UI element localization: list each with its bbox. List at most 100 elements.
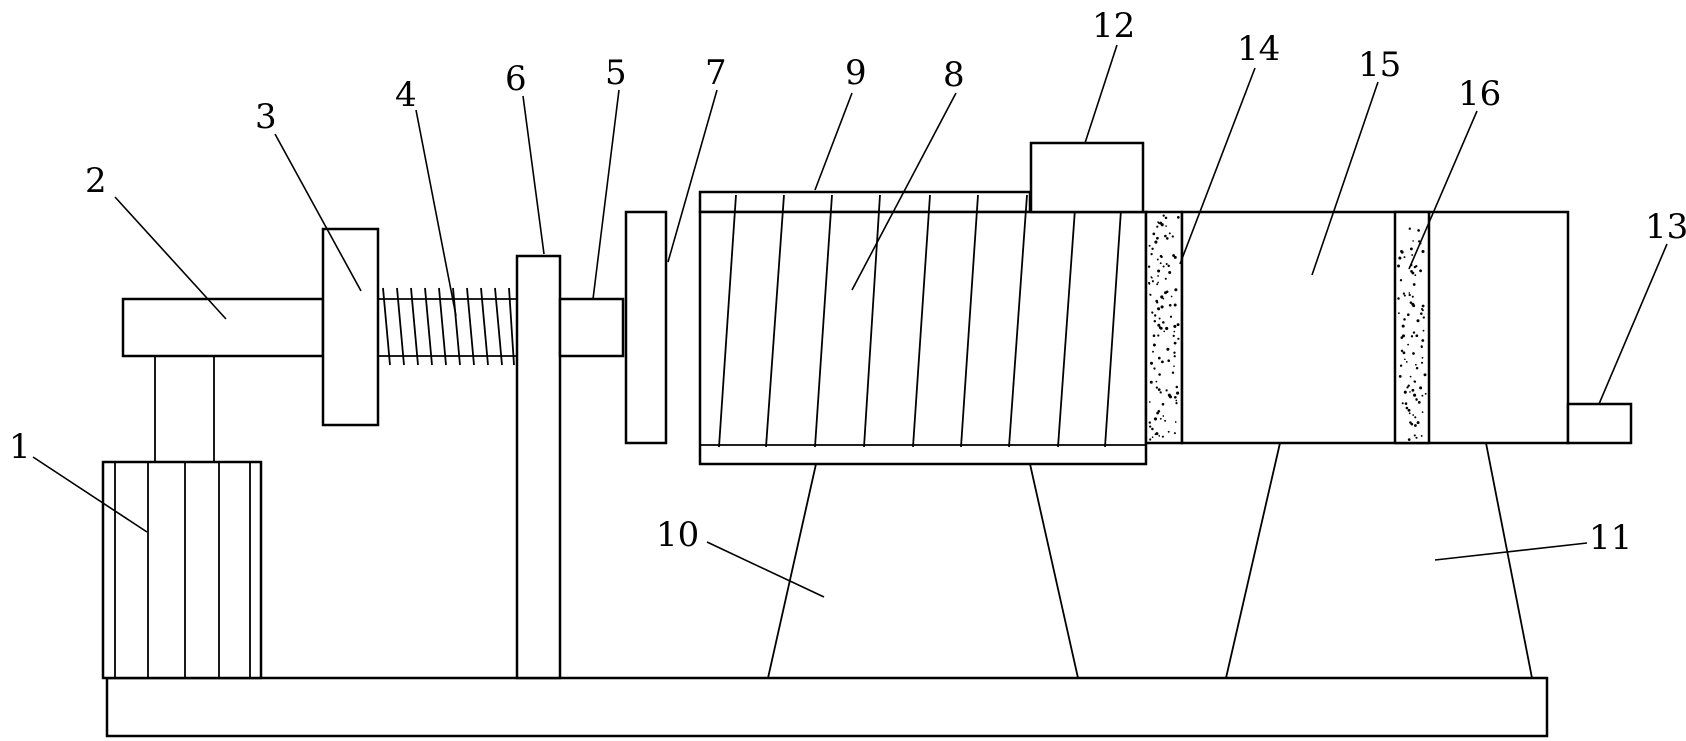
filter-dot (1417, 229, 1420, 232)
filter-dot (1405, 406, 1409, 410)
filter-dot (1162, 265, 1165, 268)
base-plate (105, 676, 1549, 738)
filter-dot (1397, 264, 1400, 268)
filter-dot (1160, 305, 1164, 309)
filter-dot (1148, 401, 1151, 403)
filter-dot (1173, 432, 1176, 435)
filter-dot (1412, 352, 1415, 355)
filter-dot (1158, 435, 1161, 437)
filter-dot (1173, 324, 1177, 328)
filter-dot (1412, 304, 1416, 308)
filter-dot (1173, 341, 1177, 345)
filter-dot (1152, 334, 1156, 337)
filter-dot (1412, 414, 1415, 416)
support-legs (767, 442, 1533, 679)
chamber (1180, 210, 1570, 445)
filter-dot (1409, 375, 1412, 378)
filter-dot (1170, 295, 1173, 298)
callout-labels: 1 2 3 4 6 5 7 9 8 12 14 15 16 13 10 11 (9, 6, 1686, 558)
filter-dot (1157, 269, 1161, 273)
label-11: 11 (1589, 518, 1632, 558)
filter-dot (1152, 232, 1156, 236)
label-3: 3 (255, 97, 277, 137)
filter-dot (1175, 385, 1179, 389)
filter-dot (1408, 412, 1411, 415)
shaft-housing (121, 297, 325, 358)
filter-dot (1151, 427, 1154, 431)
filter-dot (1157, 356, 1161, 360)
filter-dot (1149, 425, 1152, 428)
filter-dot (1420, 434, 1423, 437)
filter-dot (1168, 232, 1171, 235)
filter-dot (1167, 264, 1170, 268)
filter-dot (1416, 319, 1420, 323)
filter-dot (1403, 256, 1406, 259)
filter-dot (1409, 247, 1413, 251)
filter-dot (1166, 347, 1170, 351)
filter-dot (1160, 255, 1163, 259)
filter-dot (1153, 319, 1157, 323)
filter-dot (1164, 216, 1168, 220)
filter-dot (1162, 214, 1165, 217)
motor (101, 356, 263, 680)
filter-dot (1159, 391, 1162, 394)
filter-dot (1401, 402, 1404, 405)
filter-dot (1403, 318, 1406, 321)
filter-dot (1421, 394, 1424, 397)
filter-dot (1159, 417, 1162, 420)
filter-dot (1413, 265, 1417, 269)
filter-dot (1403, 390, 1407, 394)
filter-dot (1174, 421, 1177, 423)
outlet (1566, 402, 1633, 445)
filter-dot (1149, 293, 1152, 296)
filter-dot (1158, 373, 1161, 376)
filter-dot (1415, 334, 1419, 338)
filter-dot (1423, 373, 1427, 377)
filter-dot (1161, 360, 1164, 364)
filter-dot (1156, 283, 1159, 286)
filter-dot (1148, 244, 1151, 247)
filter-dot (1399, 279, 1403, 282)
filter-dot (1420, 361, 1424, 364)
filter-dot (1400, 349, 1404, 353)
filter-dot (1422, 316, 1425, 319)
filter-dot (1408, 292, 1411, 294)
filter-dot (1157, 388, 1161, 391)
label-10: 10 (656, 515, 699, 555)
label-7: 7 (705, 53, 727, 93)
filter-dot (1408, 293, 1411, 297)
filter-dot (1399, 364, 1403, 367)
vertical-support (515, 254, 562, 680)
filter-dot (1167, 430, 1170, 433)
filter-dot (1421, 411, 1424, 413)
filter-dot (1151, 280, 1154, 283)
filter-dot (1158, 317, 1161, 320)
label-15: 15 (1358, 45, 1401, 85)
motor-body (101, 460, 263, 680)
filter-dot (1398, 375, 1402, 378)
filter-dot (1157, 409, 1161, 413)
filter-dot (1147, 281, 1151, 284)
filter-dot (1177, 337, 1180, 340)
filter-dot (1165, 389, 1168, 392)
filter-dot (1404, 402, 1408, 405)
filter-dot (1156, 225, 1159, 228)
filter-dot (1176, 391, 1180, 395)
filter-dot (1151, 311, 1154, 314)
filter-dot (1416, 421, 1420, 425)
filter-dot (1409, 391, 1411, 393)
filter-dot (1398, 312, 1400, 315)
filter-dot (1415, 398, 1418, 401)
filter-dot (1410, 335, 1414, 338)
filter-dot (1176, 323, 1180, 327)
filter-layer-16 (1393, 210, 1431, 445)
filter-dot (1151, 276, 1153, 279)
filter-dot (1421, 339, 1425, 342)
filter-dot (1415, 436, 1418, 439)
filter-dot (1402, 292, 1406, 295)
filter-dot (1173, 355, 1176, 358)
filter-dot (1152, 343, 1156, 347)
filter-dot (1414, 274, 1417, 277)
filter-dot (1412, 240, 1414, 242)
